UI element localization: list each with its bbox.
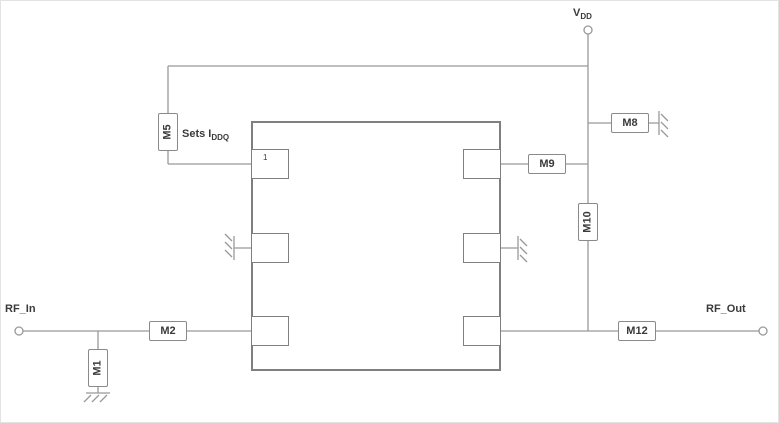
ground-icon bbox=[224, 233, 235, 261]
pin-top-right bbox=[463, 149, 501, 179]
pin-mid-right bbox=[463, 233, 501, 263]
pin-number: 1 bbox=[263, 153, 268, 162]
ground-icon bbox=[658, 110, 669, 138]
component-m10: M10 bbox=[578, 203, 598, 241]
rf-out-label: RF_Out bbox=[706, 303, 746, 315]
component-m5-label: M5 bbox=[162, 124, 174, 140]
component-m8-label: M8 bbox=[622, 117, 638, 129]
pin-bottom-left bbox=[251, 316, 289, 346]
component-m1-label: M1 bbox=[92, 360, 104, 376]
component-m12: M12 bbox=[618, 321, 656, 341]
vdd-terminal-icon bbox=[583, 25, 593, 35]
component-m9: M9 bbox=[528, 154, 566, 174]
vdd-label-prefix: V bbox=[573, 7, 581, 19]
rf-out-terminal-icon bbox=[758, 326, 768, 336]
component-m2-label: M2 bbox=[160, 325, 176, 337]
ground-icon bbox=[517, 235, 528, 263]
component-m5: M5 bbox=[158, 113, 178, 151]
component-m12-label: M12 bbox=[626, 325, 648, 337]
sets-iddq-annotation: Sets IDDQ bbox=[182, 128, 229, 142]
ground-icon bbox=[83, 392, 111, 403]
rf-in-terminal-icon bbox=[14, 326, 24, 336]
component-m1: M1 bbox=[88, 349, 108, 387]
vdd-label: VDD bbox=[573, 7, 592, 21]
component-m10-label: M10 bbox=[582, 211, 594, 233]
sets-iddq-prefix: Sets I bbox=[182, 128, 212, 140]
component-m2: M2 bbox=[149, 321, 187, 341]
pin-mid-left bbox=[251, 233, 289, 263]
pin-bottom-right bbox=[463, 316, 501, 346]
component-m9-label: M9 bbox=[539, 158, 555, 170]
pin-top-left: 1 bbox=[251, 149, 289, 179]
vdd-label-sub: DD bbox=[580, 12, 592, 22]
sets-iddq-sub: DDQ bbox=[211, 133, 230, 143]
component-m8: M8 bbox=[611, 113, 649, 133]
rf-in-label: RF_In bbox=[5, 303, 36, 315]
